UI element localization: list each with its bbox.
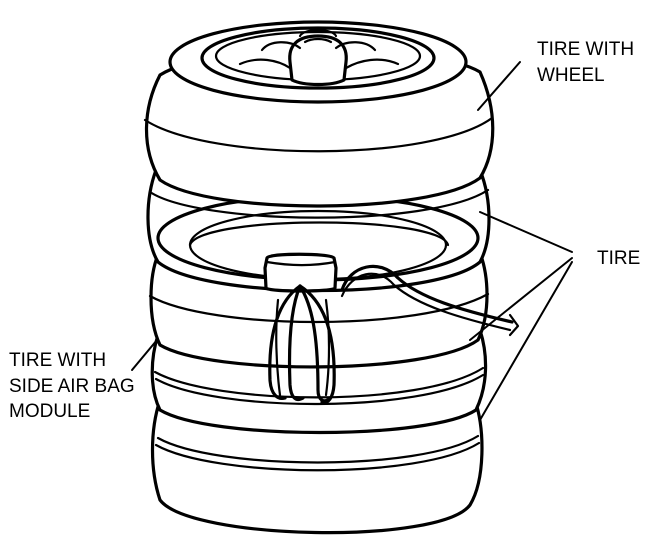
leader-side-air-bag (131, 339, 158, 371)
tire-with-wheel (143, 20, 495, 208)
tie-straps (268, 284, 336, 404)
air-bag-module-box (263, 252, 338, 293)
label-side-air-bag-line1: TIRE WITH (9, 350, 106, 371)
wire-harness (340, 264, 520, 337)
leader-tire-upper (479, 211, 573, 253)
label-tire-with-wheel-line2: WHEEL (537, 65, 605, 86)
label-tire-with-wheel-line1: TIRE WITH (537, 39, 634, 60)
leader-tire-with-wheel (477, 61, 521, 111)
label-side-air-bag-line3: MODULE (9, 401, 90, 422)
leader-tire-bottom (479, 261, 573, 421)
leader-tire-middle (469, 257, 573, 341)
leader-lines (131, 61, 573, 421)
label-tire: TIRE (597, 248, 640, 269)
label-side-air-bag-line2: SIDE AIR BAG (9, 376, 135, 397)
